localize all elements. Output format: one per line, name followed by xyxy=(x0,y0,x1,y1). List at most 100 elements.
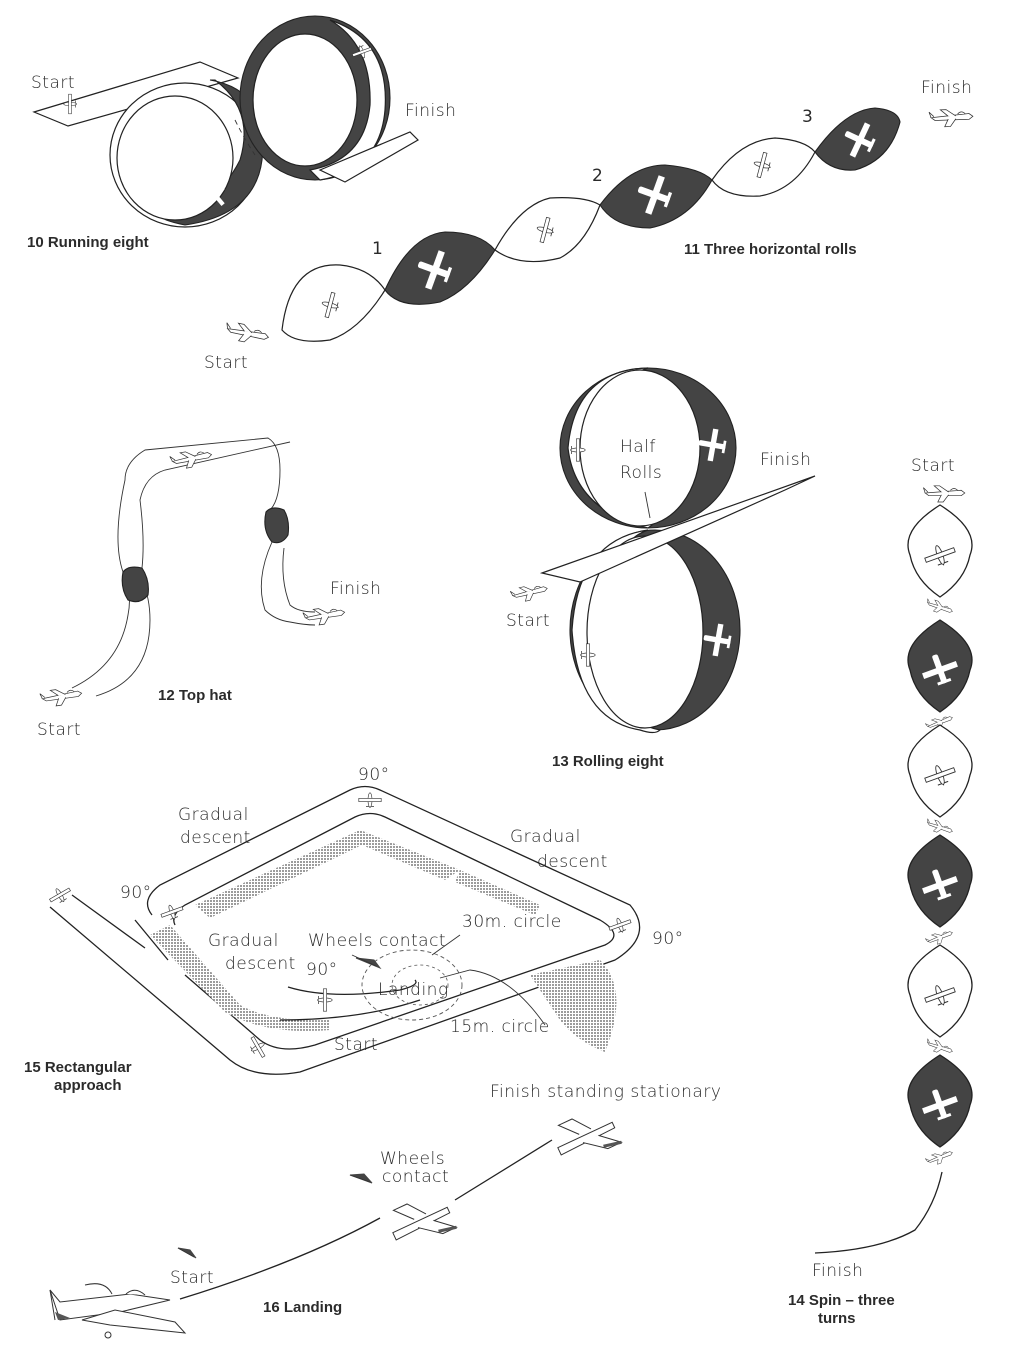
roll-lobe xyxy=(281,264,386,342)
roll-number: 1 xyxy=(372,239,383,259)
gradual-descent-label: Gradual xyxy=(208,931,279,951)
figure-caption: 13 Rolling eight xyxy=(552,753,664,770)
roll-number: 3 xyxy=(802,107,813,127)
airplane-icon xyxy=(606,914,634,937)
spin-recovery-path xyxy=(814,1171,943,1254)
start-label: Start xyxy=(911,456,955,476)
pattern-outer-edge xyxy=(49,785,641,1075)
airplane-icon xyxy=(509,581,550,605)
ribbon-edge xyxy=(117,437,281,573)
approach-edge xyxy=(71,894,146,949)
figure-rolling-eight: Half Rolls Finish Start 13 Rolling eight xyxy=(506,367,816,770)
figure-caption: 16 Landing xyxy=(263,1299,342,1316)
gradual-descent-label: descent xyxy=(225,954,296,974)
roll-number: 2 xyxy=(592,166,603,186)
angle-label: 90° xyxy=(358,765,390,785)
ribbon-edge xyxy=(282,547,316,613)
start-label: Start xyxy=(31,73,75,93)
start-label: Start xyxy=(37,720,81,740)
inner-path xyxy=(279,999,421,1021)
arrow-icon xyxy=(349,1174,371,1183)
finish-label: Finish xyxy=(921,78,972,98)
start-ribbon xyxy=(32,61,240,127)
shadow-hatch xyxy=(150,925,330,1031)
finish-label: Finish xyxy=(760,450,811,470)
airplane-icon xyxy=(924,817,955,838)
angle-label: 90° xyxy=(306,960,338,980)
airplane-icon xyxy=(358,792,382,809)
fifteen-metre-circle xyxy=(391,964,449,1006)
half-rolls-label: Half xyxy=(620,437,656,457)
airplane-icon xyxy=(924,597,955,618)
gradual-descent-label: Gradual xyxy=(510,827,581,847)
gradual-descent-label: descent xyxy=(537,852,608,872)
airplane-icon xyxy=(158,901,186,924)
landing-path xyxy=(454,1139,553,1201)
finish-label: Finish xyxy=(405,101,456,121)
left-loop-inner xyxy=(116,95,234,221)
figure-caption: 10 Running eight xyxy=(27,234,149,251)
dashed-path xyxy=(234,119,256,156)
figure-landing: Start Wheels contact Finish standing sta… xyxy=(49,1082,721,1339)
start-label: Start xyxy=(170,1268,214,1288)
figure-caption-line1: 14 Spin – three xyxy=(788,1292,895,1309)
gradual-descent-label: descent xyxy=(180,828,251,848)
finish-label: Finish xyxy=(330,579,381,599)
arrow-icon xyxy=(177,1247,195,1258)
approach-edge xyxy=(134,919,169,961)
figure-caption-line1: 15 Rectangular xyxy=(24,1059,132,1076)
half-roll-dark xyxy=(121,566,149,603)
landing-label: Landing xyxy=(378,980,449,1000)
figure-caption-line2: turns xyxy=(818,1310,856,1327)
figure-caption-line2: approach xyxy=(54,1077,122,1094)
wheels-contact-label: Wheels contact xyxy=(308,931,446,951)
figure-running-eight: Start Finish 10 Running eight xyxy=(27,15,456,251)
start-label: Start xyxy=(334,1035,378,1055)
arrow-icon xyxy=(355,957,382,970)
airplane-icon xyxy=(924,1037,955,1058)
fifteen-metre-pointer xyxy=(439,969,546,1026)
entry-exit-ribbon xyxy=(539,475,816,583)
figure-top-hat: Finish Start 12 Top hat xyxy=(37,437,381,740)
half-rolls-pointer xyxy=(644,491,651,519)
roll-lobe xyxy=(384,231,496,305)
half-roll-dark xyxy=(264,507,290,544)
ribbon-edge xyxy=(139,441,291,569)
figure-caption: 11 Three horizontal rolls xyxy=(684,241,857,258)
shadow-hatch xyxy=(455,870,540,915)
figure-caption: 12 Top hat xyxy=(158,687,232,704)
airplane-icon xyxy=(924,1147,955,1168)
start-label: Start xyxy=(204,353,248,373)
airplane-icon xyxy=(46,882,75,908)
figure-spin-three-turns: Start Finish 14 Spin – three turns xyxy=(788,456,973,1327)
right-loop-inner xyxy=(252,33,358,167)
start-label: Start xyxy=(506,611,550,631)
ribbon-edge xyxy=(71,579,130,689)
airplane-icon xyxy=(928,108,974,128)
angle-label: 90° xyxy=(652,929,684,949)
half-rolls-label: Rolls xyxy=(620,463,662,483)
airplane-icon xyxy=(49,1283,187,1339)
airplane-icon xyxy=(392,1203,458,1241)
shadow-hatch xyxy=(195,830,460,918)
figure-three-horizontal-rolls: 1 2 3 Start Finish 11 Three horizontal r… xyxy=(204,78,974,373)
finish-ribbon xyxy=(318,131,419,183)
airplane-icon xyxy=(39,685,84,709)
airplane-icon xyxy=(302,604,347,628)
thirty-metre-circle xyxy=(361,949,463,1021)
inner-path xyxy=(287,979,417,995)
arrow-icon xyxy=(351,954,377,967)
airplane-icon xyxy=(223,320,271,348)
thirty-metre-pointer xyxy=(431,934,461,956)
shadow-hatch xyxy=(530,960,617,1052)
finish-label: Finish standing stationary xyxy=(490,1082,721,1102)
circle-30m-label: 30m. circle xyxy=(462,912,562,932)
ribbon-edge xyxy=(260,541,316,626)
gradual-descent-label: Gradual xyxy=(178,805,249,825)
wheels-contact-label: Wheels xyxy=(380,1149,445,1169)
figure-rectangular-approach: 90° 90° 90° Gradual descent Gradual desc… xyxy=(24,765,684,1094)
finish-label: Finish xyxy=(812,1261,863,1281)
angle-label: 90° xyxy=(120,883,152,903)
landing-path xyxy=(179,1217,381,1300)
